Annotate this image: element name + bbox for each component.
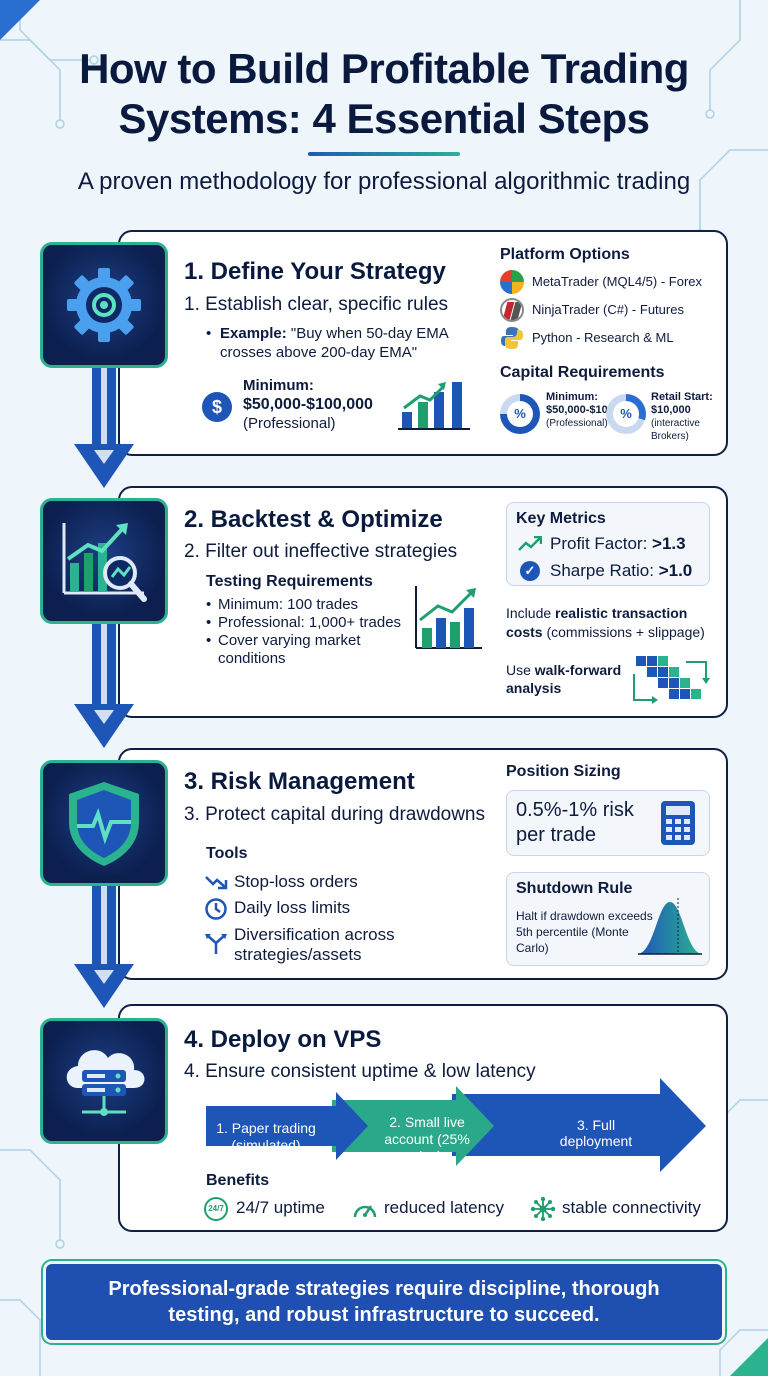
step3-subtitle: 3. Protect capital during drawdowns	[184, 804, 485, 825]
deployment-stages-arrows	[206, 1078, 706, 1172]
ninjatrader-icon	[500, 298, 524, 322]
trend-up-icon	[518, 536, 542, 551]
metric-sharpe-ratio: Sharpe Ratio: >1.0	[550, 561, 693, 580]
clock-icon	[205, 898, 227, 920]
tools-title: Tools	[206, 845, 248, 862]
step3-title: 3. Risk Management	[184, 768, 415, 795]
network-icon	[530, 1196, 556, 1222]
stop-loss-icon	[205, 876, 228, 890]
testing-requirements-title: Testing Requirements	[206, 573, 373, 590]
step1-subtitle: 1. Establish clear, specific rules	[184, 294, 449, 315]
backtest-chart-magnifier-icon	[40, 498, 168, 624]
list-item: •Professional: 1,000+ trades	[206, 614, 402, 631]
python-icon	[501, 327, 523, 349]
position-sizing-value: 0.5%-1% risk per trade	[516, 799, 634, 846]
step1-minimum: Minimum: $50,000-$100,000 (Professional)	[243, 376, 373, 433]
step3-down-arrow	[72, 880, 136, 1010]
platform-metatrader: MetaTrader (MQL4/5) - Forex	[532, 274, 703, 289]
platform-python: Python - Research & ML	[532, 330, 674, 345]
step2-subtitle: 2. Filter out ineffective strategies	[184, 541, 458, 562]
uptime-24-7-icon: 24/7	[204, 1197, 228, 1221]
tool-stop-loss: Stop-loss orders	[234, 872, 358, 891]
speedometer-icon	[353, 1205, 377, 1218]
risk-shield-icon	[40, 760, 168, 886]
stage-full-deployment: 3. Full deployment	[559, 1117, 633, 1149]
stage-paper-trading-arrow	[206, 1092, 368, 1160]
minimum-label: Minimum:	[243, 377, 314, 394]
minimum-note: (Professional)	[243, 415, 336, 432]
step4-title: 4. Deploy on VPS	[184, 1026, 382, 1053]
stage-small-live-arrow	[332, 1086, 494, 1166]
tool-daily-loss-limits: Daily loss limits	[234, 898, 351, 917]
calculator-icon	[661, 801, 695, 845]
minimum-value: $50,000-$100,000	[243, 396, 373, 413]
shutdown-rule-title: Shutdown Rule	[516, 880, 633, 897]
step1-down-arrow	[72, 360, 136, 490]
retail-capital-donut-icon: %	[606, 394, 646, 434]
step2-title: 2. Backtest & Optimize	[184, 506, 443, 533]
capital-minimum: Minimum: $50,000-$100,000 (Professional)	[546, 391, 636, 429]
benefit-latency: reduced latency	[384, 1198, 505, 1217]
list-item: •Cover varying market conditions	[206, 632, 361, 667]
benefit-connectivity: stable connectivity	[562, 1198, 701, 1217]
backtest-bars-icon	[415, 586, 482, 649]
capital-requirements-title: Capital Requirements	[500, 364, 665, 381]
step1-example: • Example: "Buy when 50-day EMA crosses …	[206, 325, 448, 361]
dollar-icon: $	[202, 392, 232, 422]
transaction-costs-note: Include realistic transaction costs (com…	[506, 605, 705, 640]
example-label: Example:	[220, 325, 287, 342]
benefits-title: Benefits	[206, 1172, 270, 1189]
key-metrics-title: Key Metrics	[516, 510, 606, 527]
tool-diversification: Diversification across strategies/assets	[234, 925, 395, 964]
distribution-curve-icon	[638, 898, 702, 955]
stage-paper-trading: 1. Paper trading (simulated)	[216, 1120, 316, 1153]
position-sizing-title: Position Sizing	[506, 763, 621, 780]
title-divider	[308, 152, 460, 156]
stage-small-live: 2. Small live account (25% size)	[384, 1114, 470, 1164]
minimum-capital-donut-icon: %	[500, 394, 540, 434]
metric-profit-factor: Profit Factor: >1.3	[550, 534, 686, 553]
metatrader-icon	[500, 270, 524, 294]
testing-requirements-list: •Minimum: 100 trades •Professional: 1,00…	[206, 596, 406, 668]
shutdown-rule-text: Halt if drawdown exceeds 5th percentile …	[516, 909, 653, 955]
page-title: How to Build Profitable Trading Systems:…	[79, 45, 689, 142]
page-subtitle: A proven methodology for professional al…	[77, 168, 691, 195]
example-text: "Buy when 50-day EMA crosses above 200-d…	[220, 325, 448, 361]
checkmark-icon: ✓	[520, 561, 540, 581]
list-item: •Minimum: 100 trades	[206, 596, 359, 613]
capital-retail: Retail Start: $10,000 (interactive Broke…	[651, 391, 713, 442]
growth-bars-icon	[398, 382, 470, 430]
step1-title: 1. Define Your Strategy	[184, 258, 446, 285]
strategy-gear-icon	[40, 242, 168, 368]
footer-banner: Professional-grade strategies require di…	[46, 1264, 722, 1340]
cloud-server-icon	[40, 1018, 168, 1144]
benefit-uptime: 24/7 uptime	[236, 1198, 325, 1217]
platform-ninjatrader: NinjaTrader (C#) - Futures	[532, 302, 684, 317]
stage-full-deployment-arrow	[452, 1078, 706, 1172]
walk-forward-grid-icon	[633, 656, 710, 704]
step2-down-arrow	[72, 618, 136, 750]
step4-subtitle: 4. Ensure consistent uptime & low latenc…	[184, 1061, 536, 1082]
split-arrows-icon	[205, 934, 227, 954]
platform-options-title: Platform Options	[500, 246, 630, 263]
